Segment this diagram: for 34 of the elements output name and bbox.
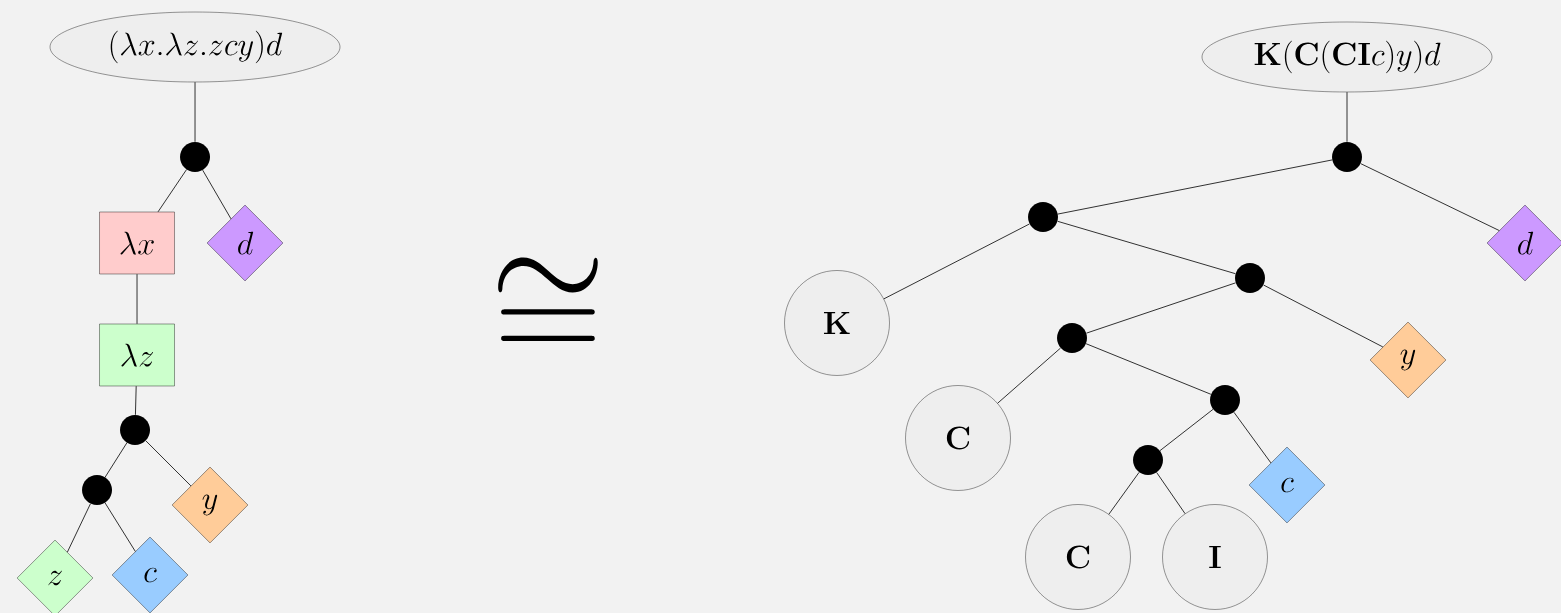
application-dot [1057, 323, 1087, 353]
application-dot [82, 475, 112, 505]
application-dot [1133, 445, 1163, 475]
application-dot [1210, 385, 1240, 415]
abstraction-box: $\lambda x$ [99, 211, 175, 275]
tree-edge [136, 273, 138, 325]
tree-edge [1263, 284, 1384, 348]
tree-edge [1085, 343, 1212, 395]
tree-edge [1057, 159, 1333, 215]
tree-edge [145, 440, 192, 487]
tree-edge [1159, 408, 1214, 452]
congruence-symbol: $\cong$ [498, 257, 598, 342]
tree-edge [157, 169, 187, 213]
tree-edge [104, 502, 136, 552]
tree-edge [997, 347, 1061, 404]
tree-edge [194, 81, 196, 143]
abstraction-box: $\lambda z$ [99, 323, 175, 387]
application-dot [1235, 263, 1265, 293]
tree-edge [135, 385, 137, 416]
tree-edge [1233, 411, 1272, 464]
tree-edge [1108, 471, 1140, 515]
tree-edge [104, 442, 128, 478]
tree-edge [1360, 163, 1500, 231]
tree-edge [202, 169, 232, 220]
application-dot [120, 415, 150, 445]
tree-edge [1156, 472, 1186, 515]
application-dot [1332, 142, 1362, 172]
tree-edge [883, 223, 1030, 300]
tree-edge [1346, 91, 1348, 143]
application-dot [1028, 202, 1058, 232]
tree-edge [1086, 282, 1236, 334]
tree-edge [66, 503, 91, 553]
tree-edge [1057, 220, 1236, 275]
application-dot [180, 142, 210, 172]
